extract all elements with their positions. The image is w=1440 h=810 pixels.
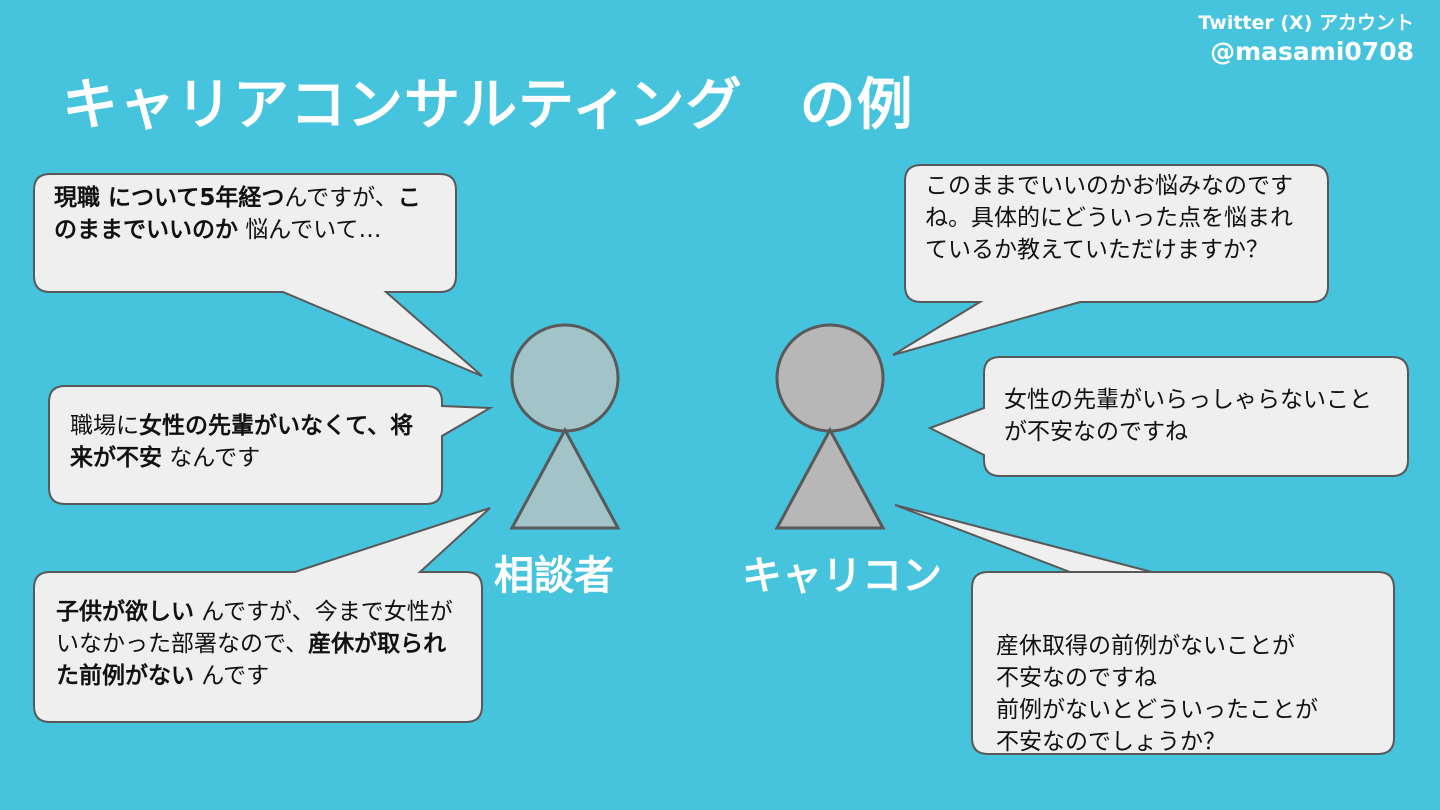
client-bubble-2-text: 職場に女性の先輩がいなくて、将来が不安 なんです: [70, 410, 420, 474]
consultant-bubble-2-shape: [927, 356, 1409, 477]
consultant-bubble-3-seg-1: 産休取得の前例がないことが 不安なのですね 前例がないとどういったことが 不安な…: [996, 633, 1318, 755]
client-bubble-2-seg-1: 職場に: [70, 413, 139, 439]
account-label: Twitter (X) アカウント: [1198, 12, 1414, 34]
client-bubble-3-seg-1: 子供が欲しい: [56, 599, 194, 625]
client-figure-head: [510, 323, 620, 433]
account-info: Twitter (X) アカウント @masami0708: [1198, 12, 1414, 67]
consultant-bubble-2-seg-1: 女性の先輩がいらっしゃらないことが不安なのですね: [1004, 387, 1372, 445]
client-bubble-1-text: 現職 について5年経つんですが、このままでいいのか 悩んでいて…: [54, 182, 436, 246]
client-bubble-2-seg-2: 女性の先輩がいなくて、将来が不安: [70, 413, 414, 471]
consultant-bubble-1-text: このままでいいのかお悩みなのですね。具体的にどういった点を悩まれているか教えてい…: [925, 170, 1300, 266]
consultant-bubble-1-shape: [892, 164, 1329, 356]
client-label: 相談者: [494, 553, 614, 599]
client-bubble-3-text: 子供が欲しい んですが、今まで女性がいなかった部署なので、産休が取られた前例がな…: [56, 596, 462, 692]
client-bubble-2-seg-3: なんです: [162, 445, 261, 471]
client-bubble-3-shape: [33, 507, 491, 723]
consultant-figure-body: [774, 426, 886, 530]
client-bubble-2-shape: [48, 385, 494, 505]
consultant-bubble-1-seg-1: このままでいいのかお悩みなのですね。具体的にどういった点を悩まれているか教えてい…: [925, 173, 1293, 263]
account-handle: @masami0708: [1210, 36, 1414, 66]
consultant-bubble-3-text: 産休取得の前例がないことが 不安なのですね 前例がないとどういったことが 不安な…: [996, 598, 1376, 758]
consultant-bubble-2-text: 女性の先輩がいらっしゃらないことが不安なのですね: [1004, 384, 1384, 448]
client-bubble-1-seg-4: 悩んでいて…: [238, 217, 382, 243]
client-bubble-1-seg-2: んですが、: [284, 185, 398, 211]
page-title: キャリアコンサルティング の例: [62, 73, 914, 138]
client-figure-body: [509, 426, 621, 530]
consultant-figure-head: [775, 323, 885, 433]
client-bubble-1-shape: [33, 173, 483, 377]
consultant-label: キャリコン: [742, 553, 942, 599]
client-bubble-3-seg-2: んですが、今まで女性がいなかった部署なので、: [56, 599, 453, 657]
client-bubble-1-seg-1: 現職 について5年経つ: [54, 185, 285, 211]
client-bubble-1-seg-3: このままでいいのか: [54, 185, 421, 243]
client-bubble-3-seg-4: んです: [194, 663, 270, 689]
consultant-bubble-3-shape: [894, 504, 1395, 755]
client-bubble-3-seg-3: 産休が取られた前例がない: [56, 631, 447, 689]
